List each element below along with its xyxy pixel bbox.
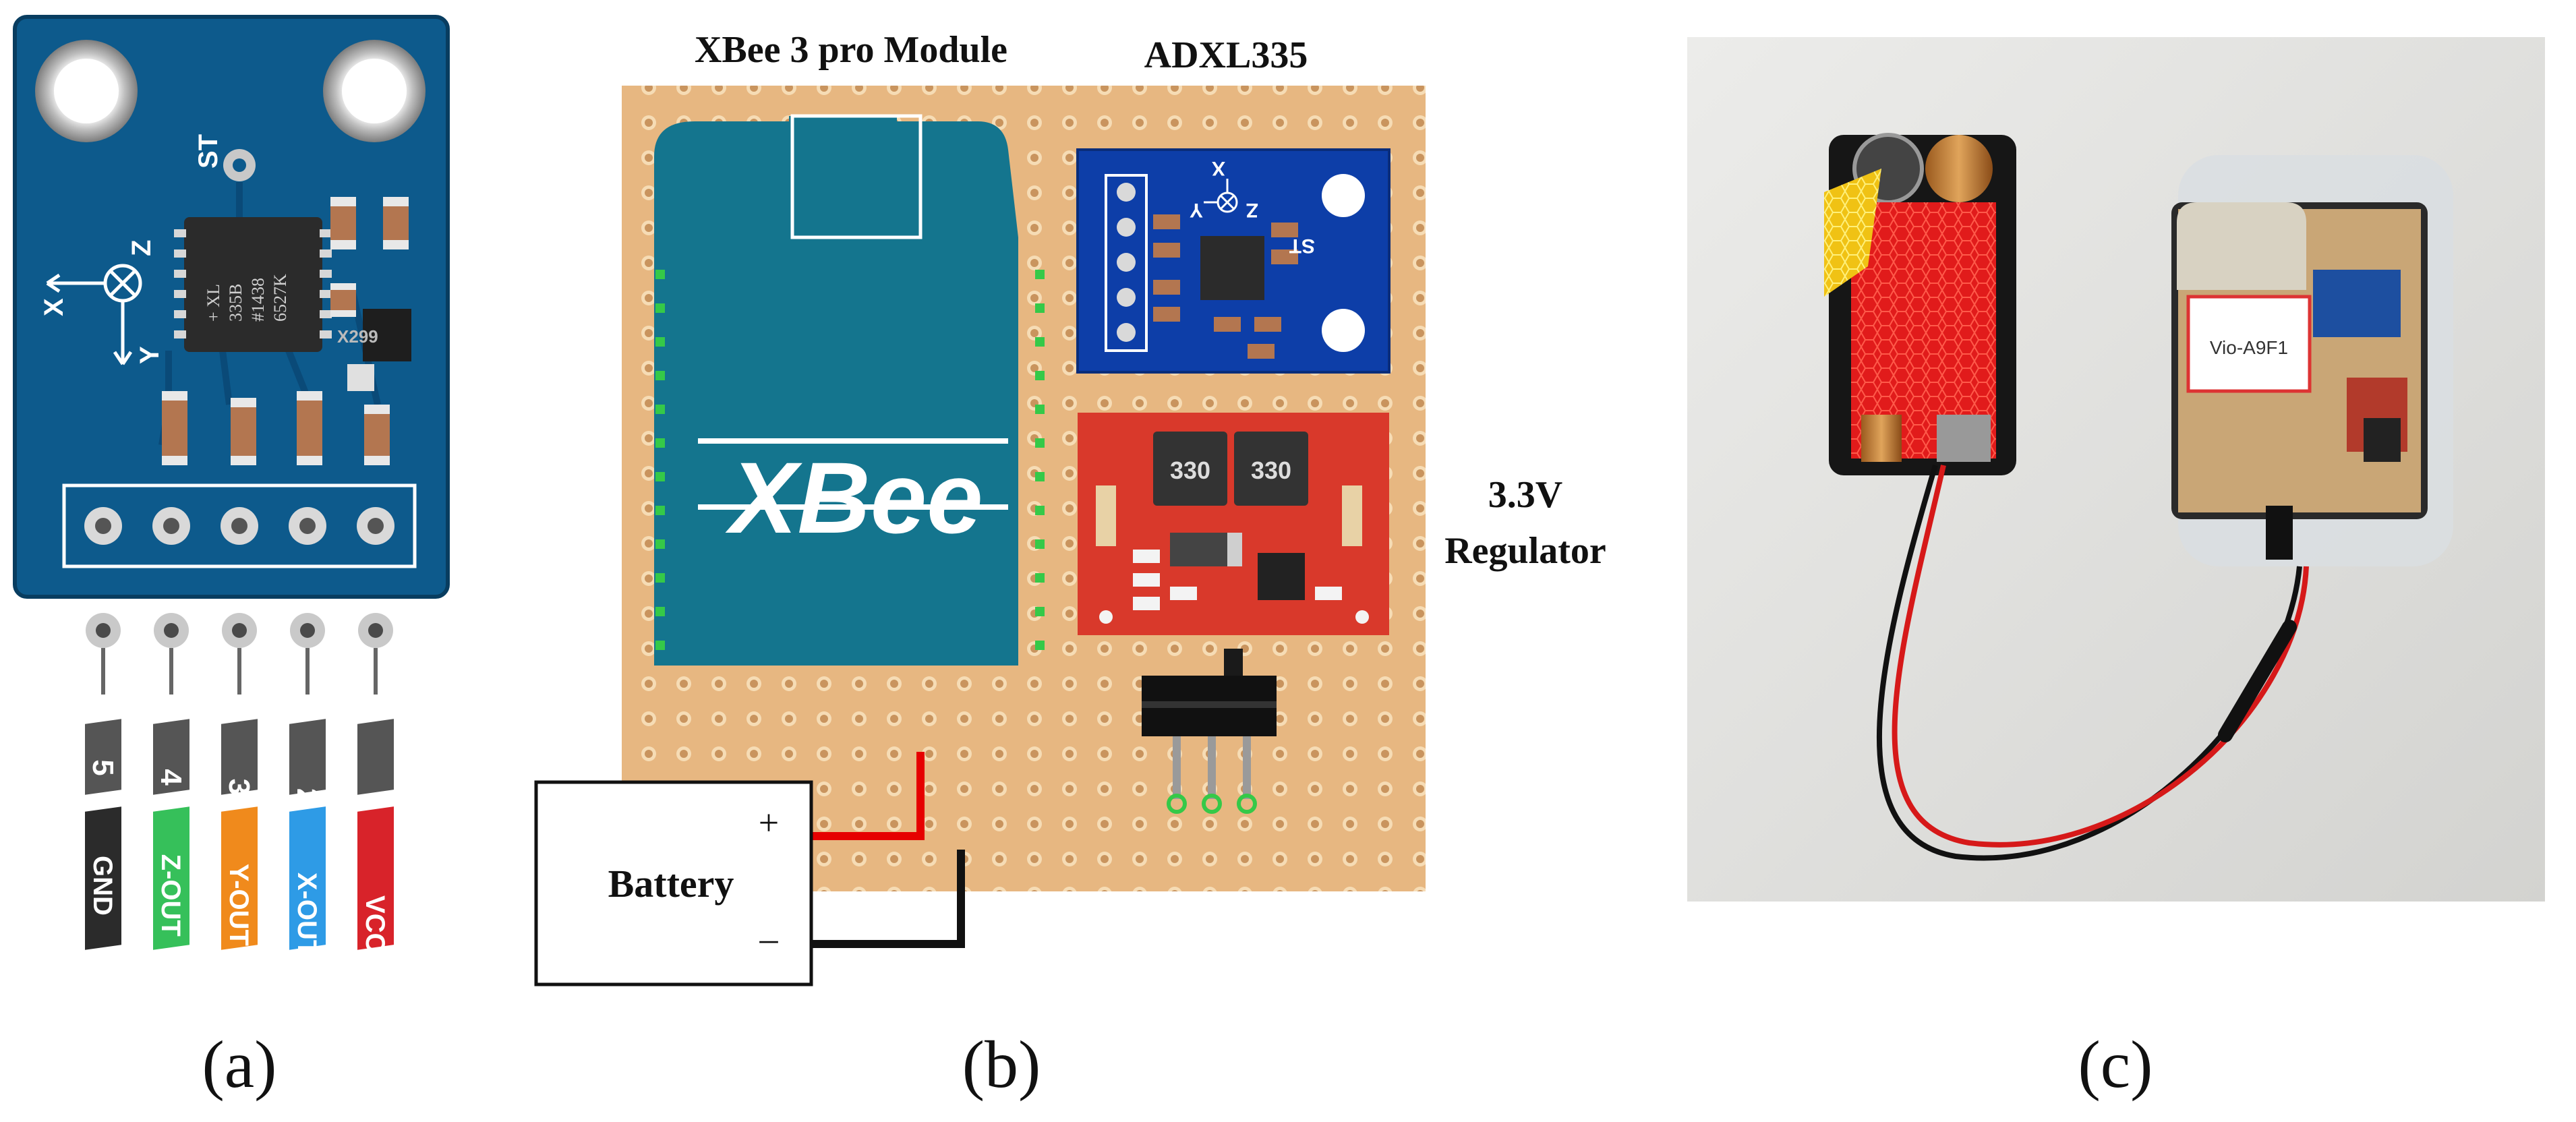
xbee-antenna-outline <box>790 114 923 239</box>
inductor-2-label: 330 <box>1251 456 1291 484</box>
pin-name: Z-OUT <box>156 854 185 937</box>
header-frame <box>62 483 417 568</box>
xbee-title: XBee 3 pro Module <box>695 29 1007 71</box>
pin-name: Y-OUT <box>224 864 254 946</box>
pin-number: 4 <box>154 769 187 786</box>
pin-4: 4Z-OUT <box>153 613 189 950</box>
adxl335-chip <box>184 217 322 352</box>
regulator-board: 330 330 <box>1078 413 1389 635</box>
st-label: ST <box>194 134 223 169</box>
small-chip-label: X299 <box>337 326 378 347</box>
caption-a: (a) <box>202 1027 277 1102</box>
svg-text:+ XL: + XL <box>204 284 223 322</box>
pin-number: 3 <box>223 779 256 795</box>
battery-holder <box>1824 133 2016 475</box>
mini-st-label: ST <box>1289 235 1315 257</box>
battery-plus: + <box>759 802 779 843</box>
regulator-title-line2: Regulator <box>1444 530 1606 572</box>
photo-red-cable <box>1892 465 2309 848</box>
inductor-1-label: 330 <box>1170 456 1210 484</box>
sticker-label: Vio-A9F1 <box>2210 337 2288 358</box>
pin-2: 2X-OUT <box>289 613 326 956</box>
mini-axis-z: Z <box>1246 199 1258 221</box>
adxl335-mini-board: X Z Y ST <box>1076 148 1391 374</box>
pin-name: VCC <box>360 895 390 952</box>
regulator-title-line1: 3.3V <box>1488 474 1562 516</box>
panel-a: ST + XL 335B #1438 6527K <box>13 15 450 1102</box>
battery-label: Battery <box>608 862 734 906</box>
mini-axis-x: X <box>1212 157 1225 179</box>
pin-number: 2 <box>291 788 324 804</box>
slide-switch <box>1142 649 1277 814</box>
pin-name: X-OUT <box>292 873 322 956</box>
pin-number: 5 <box>86 759 119 775</box>
axis-y-label: Y <box>135 346 165 364</box>
pin-name: GND <box>88 856 117 916</box>
svg-text:6527K: 6527K <box>270 274 290 322</box>
header-pads <box>84 507 394 545</box>
caption-b: (b) <box>962 1027 1041 1102</box>
panel-b: XBee 3 pro Module ADXL335 3.3V Regulator <box>534 29 1606 1102</box>
svg-text:335B: 335B <box>226 284 245 322</box>
caption-c: (c) <box>2078 1027 2153 1102</box>
xbee-module: XBee <box>654 114 1045 666</box>
svg-text:#1438: #1438 <box>248 278 268 322</box>
axis-z-label: Z <box>127 240 156 256</box>
black-wire <box>806 850 965 948</box>
battery-minus: – <box>759 918 779 959</box>
xbee-logo: XBee <box>725 441 983 554</box>
axis-x-label: X <box>39 298 69 316</box>
red-wire <box>806 752 925 840</box>
mini-axis-y: Y <box>1190 199 1203 221</box>
battery <box>534 780 813 986</box>
smd-components <box>162 197 411 465</box>
adxl-title: ADXL335 <box>1144 34 1308 76</box>
panel-c: Vio-A9F1 (c) <box>1687 37 2545 1102</box>
sensor-node: Vio-A9F1 <box>2171 155 2453 566</box>
pin-3: 3Y-OUT <box>221 613 258 950</box>
axis-symbol <box>46 264 142 365</box>
